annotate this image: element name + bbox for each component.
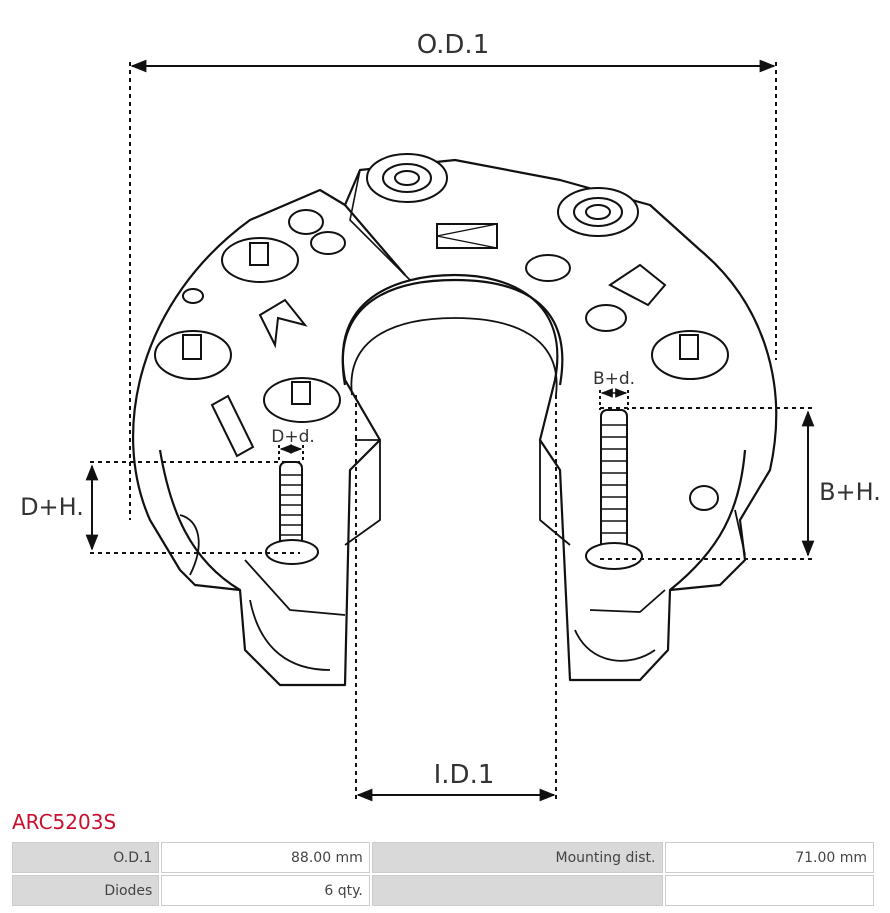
dimension-lines — [85, 59, 815, 802]
rectifier-features — [154, 153, 729, 570]
spec-label: O.D.1 — [12, 842, 160, 873]
product-code: ARC5203S — [12, 810, 117, 834]
table-row: Diodes 6 qty. — [12, 875, 874, 906]
spec-value: 71.00 mm — [664, 842, 874, 873]
dh-label: D+H. — [20, 493, 84, 521]
specs-table: O.D.1 88.00 mm Mounting dist. 71.00 mm D… — [10, 840, 876, 908]
dd-label: D+d. — [271, 427, 315, 447]
spec-value: 6 qty. — [161, 875, 370, 906]
bh-label: B+H. — [819, 478, 881, 506]
spec-label: Diodes — [12, 875, 160, 906]
spec-value — [664, 875, 874, 906]
spec-label — [371, 875, 663, 906]
od-label: O.D.1 — [417, 30, 490, 60]
rectifier-technical-drawing: O.D.1 I.D.1 D+H. D+d. B+H. B+d. — [20, 30, 881, 802]
id-label: I.D.1 — [434, 760, 495, 790]
table-row: O.D.1 88.00 mm Mounting dist. 71.00 mm — [12, 842, 874, 873]
bd-label: B+d. — [593, 369, 635, 389]
spec-label: Mounting dist. — [371, 842, 663, 873]
spec-value: 88.00 mm — [161, 842, 370, 873]
